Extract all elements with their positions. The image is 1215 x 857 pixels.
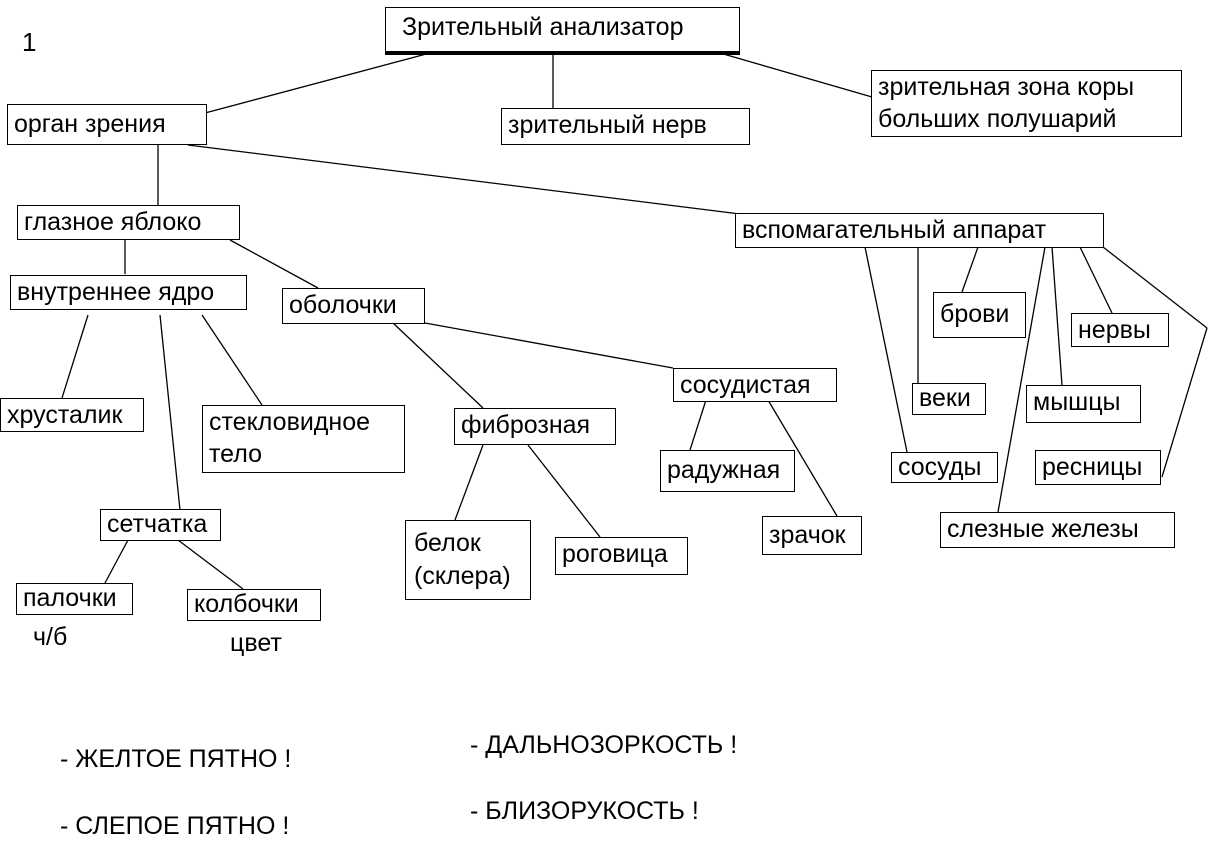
node-organ-of-vision: орган зрения <box>7 104 207 145</box>
note-blind-spot: - СЛЕПОЕ ПЯТНО ! <box>60 812 290 840</box>
node-auxiliary-apparatus: вспомагательный аппарат <box>735 213 1104 248</box>
node-cones: колбочки <box>187 589 321 621</box>
note-hyperopia: - ДАЛЬНОЗОРКОСТЬ ! <box>470 731 738 759</box>
node-muscles: мышцы <box>1026 385 1141 423</box>
node-membranes: оболочки <box>282 288 425 324</box>
node-eyebrows: брови <box>933 292 1026 338</box>
page-number: 1 <box>22 27 37 57</box>
node-sclera: белок (склера) <box>405 520 531 600</box>
node-iris: радужная <box>660 450 795 492</box>
node-optic-nerve: зрительный нерв <box>501 108 750 145</box>
node-retina: сетчатка <box>100 509 221 541</box>
node-lens: хрусталик <box>0 398 144 432</box>
node-tear-glands: слезные железы <box>940 512 1175 548</box>
node-visual-cortex: зрительная зона коры больших полушарий <box>871 70 1182 137</box>
node-vascular: сосудистая <box>673 368 837 402</box>
node-nerves: нервы <box>1071 313 1169 347</box>
node-visual-analyzer: Зрительный анализатор <box>385 7 740 55</box>
node-pupil: зрачок <box>762 516 862 555</box>
node-vitreous-body: стекловидное тело <box>202 405 405 473</box>
note-yellow-spot: - ЖЕЛТОЕ ПЯТНО ! <box>60 745 292 773</box>
node-eyelashes: ресницы <box>1035 450 1161 485</box>
label-color: цвет <box>230 629 282 657</box>
note-myopia: - БЛИЗОРУКОСТЬ ! <box>470 797 699 825</box>
node-vessels: сосуды <box>891 452 998 483</box>
node-cornea: роговица <box>555 537 688 575</box>
node-rods: палочки <box>16 583 133 615</box>
label-bw: ч/б <box>33 623 68 651</box>
node-eyelids: веки <box>912 383 986 415</box>
node-fibrous: фиброзная <box>454 408 616 445</box>
node-inner-core: внутреннее ядро <box>10 275 247 310</box>
node-eyeball: глазное яблоко <box>17 205 240 240</box>
